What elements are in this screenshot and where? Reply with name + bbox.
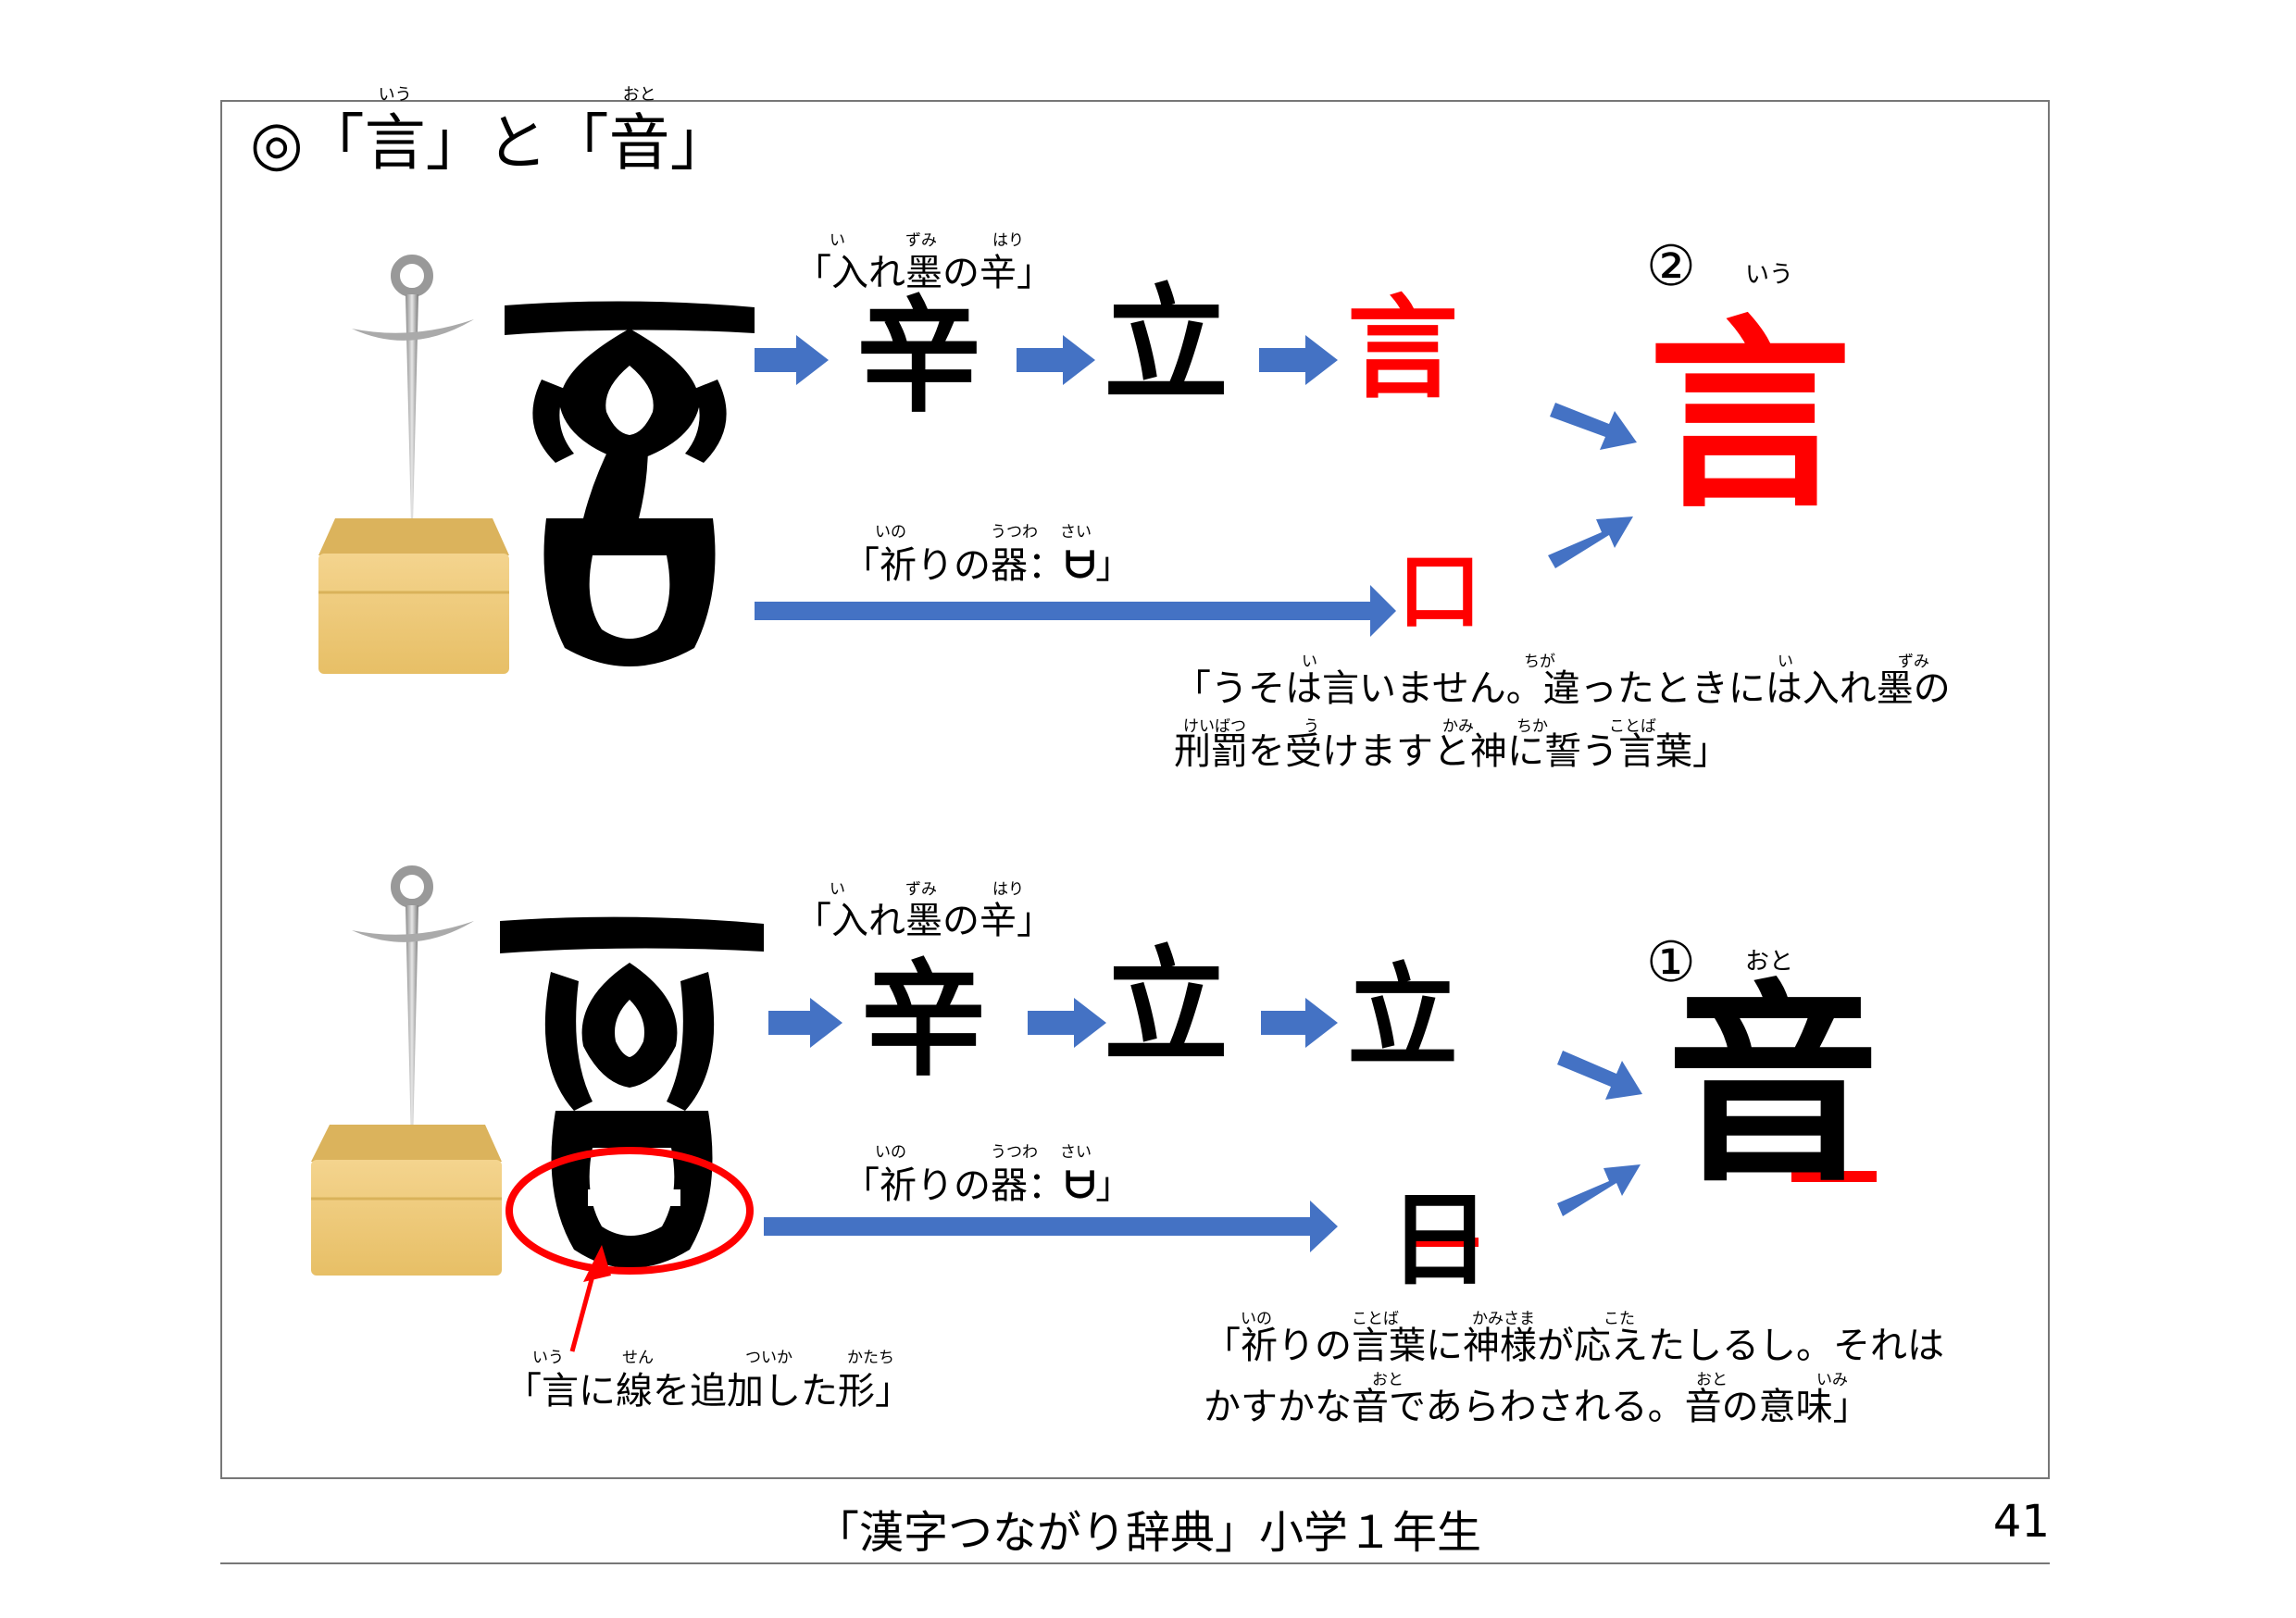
needle-on-box-illustration-top xyxy=(318,255,509,674)
title-mid: 」と「 xyxy=(425,107,609,179)
arrow-right-icon xyxy=(1259,335,1338,385)
page-number: 41 xyxy=(1992,1496,2050,1548)
caption-bottom-line1: 「祈りの言葉に神様が応えたしるし。それは xyxy=(1204,1325,1944,1367)
arrow-right-icon xyxy=(1017,335,1095,385)
prayer-label-bottom: 「祈りの器：ᗨ」 xyxy=(842,1164,1133,1207)
page-title: ◎「言いう」と「音おと」 xyxy=(250,87,731,174)
step-ritsu-bottom: 立 xyxy=(1104,934,1229,1079)
arrow-diag-up-icon xyxy=(1557,1164,1641,1216)
arrows-bottom xyxy=(764,998,1642,1252)
prayer-label-top: 「祈りの器：ᗨ」 xyxy=(842,544,1133,587)
result-ruby-iu: いう xyxy=(1745,261,1794,289)
result-kanji-oto: 音 xyxy=(1666,964,1880,1211)
order-number-oto: ① xyxy=(1646,930,1696,995)
note-text: 「言に線を追加した形」 xyxy=(505,1370,912,1413)
arrow-diag-up-icon xyxy=(1548,517,1633,568)
title-word-oto: 音 xyxy=(608,107,670,179)
order-number-iu: ② xyxy=(1646,234,1696,299)
result-kanji-iu: 言 xyxy=(1648,298,1853,535)
mouth-top: 口 xyxy=(1398,543,1481,641)
step-shin-bottom: 辛 xyxy=(861,948,986,1093)
footer-rule xyxy=(220,1562,2050,1564)
step-gen-top: 言 xyxy=(1347,285,1458,414)
highlight-ellipse xyxy=(505,1147,754,1275)
mouth-bottom: 日 xyxy=(1389,1181,1491,1300)
arrow-right-icon xyxy=(768,998,842,1048)
needle-on-box-illustration-bottom xyxy=(311,865,502,1276)
slide-frame xyxy=(220,100,2050,1479)
arrows-top xyxy=(755,335,1637,637)
step-ritsu2-bottom: 立 xyxy=(1347,953,1458,1082)
arrow-right-icon xyxy=(1261,998,1338,1048)
caption-bottom-line2: かすかな音であらわされる。音の意味」 xyxy=(1204,1386,1870,1428)
step-shin-top: 辛 xyxy=(856,284,981,429)
result-ruby-oto: おと xyxy=(1745,948,1794,976)
caption-top-line2: 刑罰を受けますと神に誓う言葉」 xyxy=(1174,730,1729,773)
title-prefix: ◎「 xyxy=(250,107,365,179)
arrow-right-icon xyxy=(1028,998,1106,1048)
ink-label-bottom: 「入れ墨の辛」 xyxy=(794,900,1054,942)
ancient-glyph-iu xyxy=(505,301,755,666)
arrow-long-right-icon xyxy=(755,585,1396,637)
arrow-long-right-icon xyxy=(764,1201,1338,1252)
footer-title: 「漢字つながり辞典」小学１年生 xyxy=(814,1507,1481,1559)
title-word-iu: 言 xyxy=(364,107,426,179)
sai-vessel-icon: ᗨ xyxy=(1065,544,1096,587)
arrow-diag-down-icon xyxy=(1557,1051,1642,1100)
ancient-glyph-oto xyxy=(500,916,764,1268)
title-ruby-oto: おと xyxy=(622,85,656,105)
red-stroke-mark-result xyxy=(1791,1171,1877,1182)
caption-top-line1: 「うそは言いません。違ったときには入れ墨の xyxy=(1174,667,1951,710)
arrow-diag-down-icon xyxy=(1550,403,1637,450)
red-stroke-mark xyxy=(1412,1238,1479,1247)
sai-vessel-icon: ᗨ xyxy=(1065,1164,1096,1207)
title-ruby-iu: いう xyxy=(378,85,412,105)
step-ritsu-top: 立 xyxy=(1104,272,1229,417)
ink-label-top: 「入れ墨の辛」 xyxy=(794,252,1054,294)
pointer-arrowhead-icon xyxy=(583,1245,611,1282)
title-suffix: 」 xyxy=(669,107,731,179)
arrow-right-icon xyxy=(755,335,829,385)
